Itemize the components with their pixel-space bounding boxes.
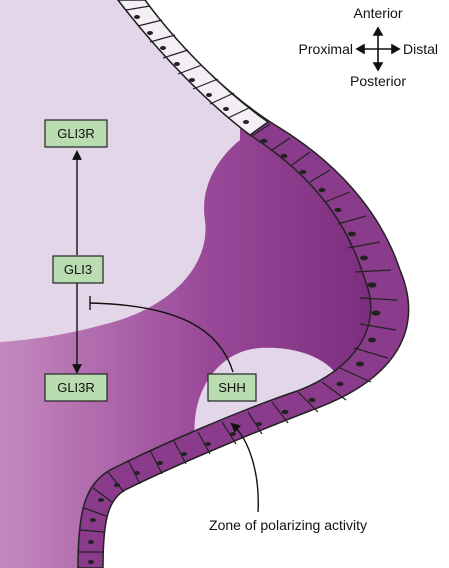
shh-inhibition-curve	[89, 302, 234, 373]
compass: Anterior Posterior Proximal Distal	[299, 5, 438, 89]
compass-proximal: Proximal	[299, 41, 353, 57]
compass-anterior: Anterior	[353, 5, 402, 21]
shh-label: SHH	[218, 380, 245, 395]
gli3r-bottom-label: GLI3R	[57, 380, 95, 395]
compass-distal: Distal	[403, 41, 438, 57]
compass-cross-icon	[355, 26, 401, 72]
signaling-arrows	[72, 150, 259, 513]
compass-posterior: Posterior	[350, 73, 406, 89]
shh-box: SHH	[207, 373, 257, 402]
gli3r-bottom-box: GLI3R	[44, 373, 108, 402]
zpa-label: Zone of polarizing activity	[209, 517, 367, 533]
gli3-label: GLI3	[64, 262, 92, 277]
zpa-pointer-arrow	[230, 422, 259, 513]
gli3r-top-label: GLI3R	[57, 126, 95, 141]
ectoderm	[77, 0, 410, 568]
gli3r-top-box: GLI3R	[44, 119, 108, 148]
gli3-box: GLI3	[52, 255, 104, 284]
